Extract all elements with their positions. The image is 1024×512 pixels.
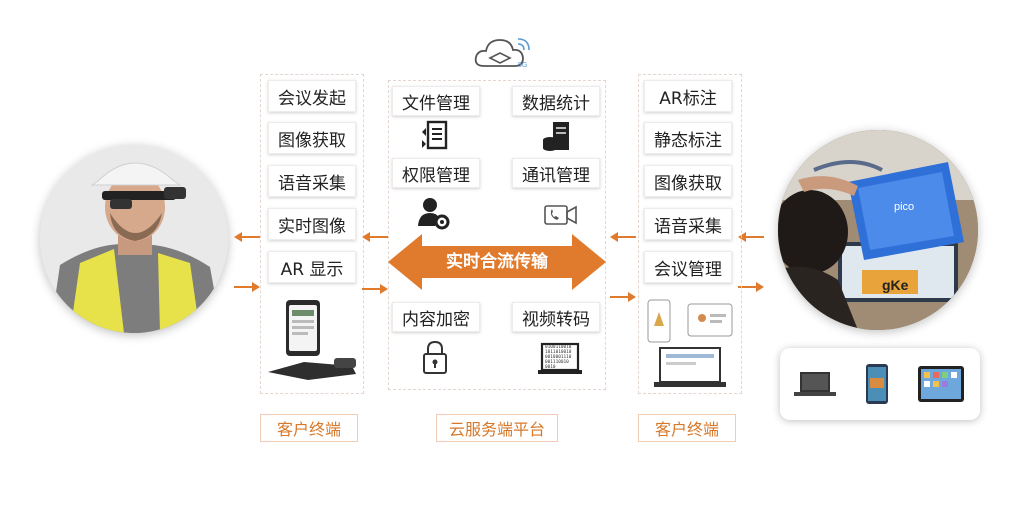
- center-item-content-encryption[interactable]: 内容加密: [392, 302, 480, 332]
- right-item-static-annotation[interactable]: 静态标注: [644, 122, 732, 154]
- left-item-live-image[interactable]: 实时图像: [268, 208, 356, 240]
- binary-line: 0100110010: [545, 345, 572, 350]
- binary-line: 0010001110: [545, 355, 572, 360]
- document-icon: [422, 120, 448, 150]
- right-client-panel: [638, 74, 742, 394]
- devices-card: [780, 348, 980, 420]
- left-outer-arrow-in: [234, 282, 260, 292]
- tablet-brand-text: pico: [894, 201, 914, 213]
- binary-line: 1011010010: [545, 350, 572, 355]
- user-gear-icon: [418, 198, 450, 230]
- left-client-footer: 客户终端: [260, 414, 358, 442]
- video-call-icon: [544, 205, 577, 225]
- lock-icon: [423, 340, 447, 374]
- left-client-panel: [260, 74, 364, 394]
- left-device-image: [264, 296, 360, 388]
- right-item-voice-capture[interactable]: 语音采集: [644, 208, 732, 240]
- cloud-platform-footer: 云服务端平台: [436, 414, 558, 442]
- right-tablet-user-photo: gKe pico: [778, 130, 978, 330]
- right-device-image: [644, 296, 738, 392]
- laptop-icon: [794, 372, 836, 396]
- center-item-permission-management[interactable]: 权限管理: [392, 158, 480, 188]
- worker-illustration: [40, 145, 228, 333]
- right-inner-arrow-in: [610, 292, 636, 302]
- center-item-file-management[interactable]: 文件管理: [392, 86, 480, 116]
- left-item-voice-capture[interactable]: 语音采集: [268, 165, 356, 197]
- binary-line: 0010: [545, 365, 556, 370]
- left-item-image-capture[interactable]: 图像获取: [268, 122, 356, 154]
- tablet-icon: [918, 366, 964, 402]
- right-item-meeting-management[interactable]: 会议管理: [644, 251, 732, 283]
- realtime-stream-banner-arrow: [388, 234, 606, 290]
- left-worker-photo: [40, 145, 228, 333]
- left-inner-arrow-out: [362, 232, 388, 242]
- right-outer-arrow-out: [738, 232, 764, 242]
- center-item-data-statistics[interactable]: 数据统计: [512, 86, 600, 116]
- cloud-5g-badge: 5G: [518, 62, 527, 69]
- tablet-user-illustration: gKe pico: [778, 130, 978, 330]
- left-item-meeting-start[interactable]: 会议发起: [268, 80, 356, 112]
- center-item-communication-management[interactable]: 通讯管理: [512, 158, 600, 188]
- laptop-binary-icon: 0100110010 1011010010 0010001110 0011100…: [538, 342, 584, 376]
- server-database-icon: [543, 122, 569, 151]
- cloud-platform-panel: [388, 80, 606, 390]
- left-item-ar-display[interactable]: AR 显示: [268, 251, 356, 283]
- phone-icon: [866, 364, 888, 404]
- binary-line: 001110010: [545, 360, 569, 365]
- right-client-footer: 客户终端: [638, 414, 736, 442]
- right-item-ar-annotation[interactable]: AR标注: [644, 80, 732, 112]
- cloud-5g-icon: 5G: [472, 34, 536, 72]
- right-inner-arrow-out: [610, 232, 636, 242]
- center-item-video-transcoding[interactable]: 视频转码: [512, 302, 600, 332]
- sign-text: gKe: [882, 277, 909, 293]
- left-inner-arrow-in: [362, 284, 388, 294]
- left-outer-arrow-out: [234, 232, 260, 242]
- right-item-image-capture[interactable]: 图像获取: [644, 165, 732, 197]
- realtime-stream-banner-label: 实时合流传输: [446, 252, 548, 272]
